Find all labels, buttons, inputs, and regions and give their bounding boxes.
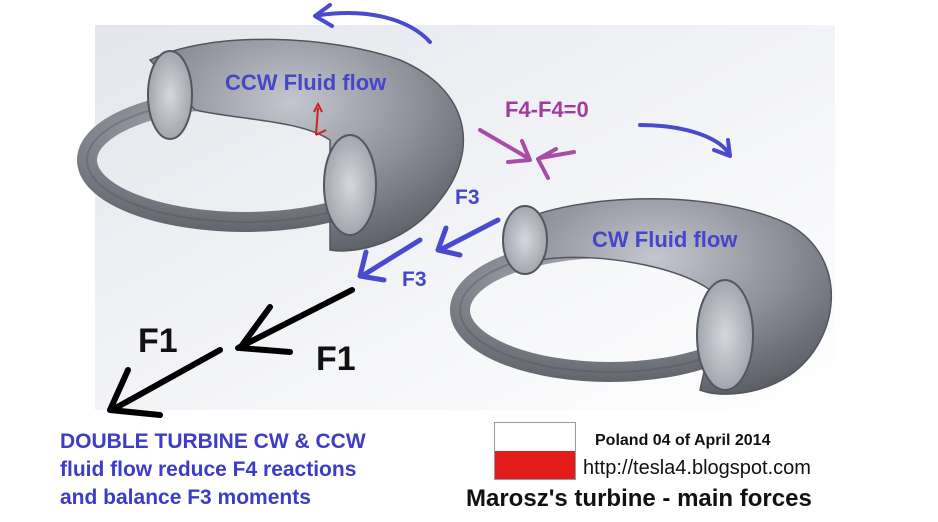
blog-url[interactable]: http://tesla4.blogspot.com [583, 457, 811, 479]
f3-lower-label: F3 [402, 268, 427, 291]
ccw-upper-opening [147, 50, 193, 140]
poland-flag [494, 422, 576, 480]
flag-white-stripe [495, 423, 575, 451]
cw-left-opening [502, 205, 548, 275]
cw-turbine [450, 198, 833, 395]
date-label: Poland 04 of April 2014 [595, 432, 771, 449]
description-caption: DOUBLE TURBINE CW & CCW fluid flow reduc… [60, 428, 366, 512]
ccw-fluid-flow-label: CCW Fluid flow [225, 70, 387, 95]
f3-arrows [357, 217, 501, 283]
caption-line-1: DOUBLE TURBINE CW & CCW [60, 430, 366, 453]
f1-left-label: F1 [138, 322, 178, 360]
flag-red-stripe [495, 451, 575, 479]
ccw-torus-body [148, 38, 465, 252]
rotation-arrow-cw [638, 123, 730, 154]
cw-right-opening [696, 279, 754, 391]
f3-upper-label: F3 [455, 186, 480, 209]
f1-arrows [107, 287, 355, 418]
f4-balance-label: F4-F4=0 [505, 97, 589, 122]
ccw-lower-opening [323, 134, 377, 236]
caption-line-3: and balance F3 moments [60, 486, 311, 509]
figure-title: Marosz's turbine - main forces [466, 485, 812, 512]
f4-arrows [478, 128, 576, 180]
f1-right-label: F1 [316, 340, 356, 378]
rotation-arrow-ccw [318, 11, 432, 44]
ccw-turbine [77, 38, 465, 252]
cw-fluid-flow-label: CW Fluid flow [592, 227, 738, 252]
caption-line-2: fluid flow reduce F4 reactions [60, 458, 357, 481]
